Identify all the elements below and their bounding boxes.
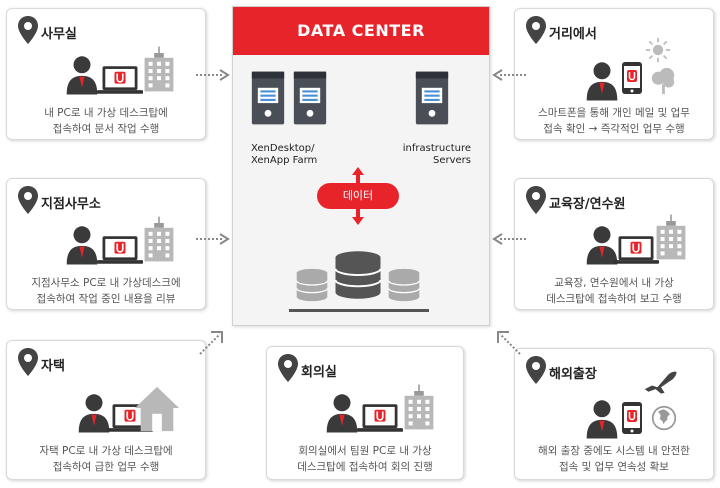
building-icon bbox=[655, 209, 687, 265]
database-icon bbox=[333, 247, 383, 303]
card-street: 거리에서 스마트폰을 통해 개인 메일 및 업무 접속 확인 → 즉각적인 업무… bbox=[514, 8, 714, 140]
arrow-training bbox=[492, 233, 526, 245]
card-training: 교육장/연수원 교육장, 연수원에서 내 가상 데스크탑에 접속하여 보고 수행 bbox=[514, 178, 714, 310]
tree-icon bbox=[649, 67, 677, 95]
card-desc-line1: 해외 출장 중에도 시스템 내 안전한 bbox=[538, 445, 690, 457]
card-desc-line2: 접속 확인 → 즉각적인 업무 수행 bbox=[543, 123, 685, 135]
globe-icon bbox=[651, 405, 677, 431]
rack-base bbox=[289, 309, 429, 312]
card-overseas: 해외출장 해외 출장 중에도 시스템 내 안전한 접속 및 업무 연속성 확보 bbox=[514, 348, 714, 480]
smartphone-icon bbox=[621, 401, 643, 435]
location-pin-icon bbox=[525, 185, 547, 215]
xen-label-1: XenDesktop/ bbox=[251, 143, 315, 154]
card-desc-line1: 내 PC로 내 가상 데스크탑에 bbox=[44, 107, 168, 119]
location-pin-icon bbox=[17, 185, 39, 215]
person-icon bbox=[65, 55, 99, 95]
arrow-street bbox=[492, 69, 526, 81]
infra-label-2: Servers bbox=[432, 155, 471, 166]
data-center-panel: DATA CENTER XenDesktop/ XenApp Farm infr… bbox=[232, 6, 490, 326]
location-pin-icon bbox=[525, 15, 547, 45]
server-icon bbox=[415, 69, 449, 127]
card-desc-line2: 접속 및 업무 연속성 확보 bbox=[559, 461, 669, 473]
airplane-icon bbox=[643, 367, 679, 395]
xen-label-2: XenApp Farm bbox=[251, 155, 318, 166]
location-pin-icon bbox=[277, 353, 299, 383]
card-home: 자택 자택 PC로 내 가상 데스크탑에 접속하여 급한 업무 수행 bbox=[6, 340, 206, 480]
arrow-office bbox=[196, 69, 230, 81]
card-desc-line1: 회의실에서 팀원 PC로 내 가상 bbox=[298, 445, 432, 457]
card-desc-line2: 접속하여 급한 업무 수행 bbox=[52, 461, 160, 473]
arrow-branch bbox=[196, 233, 230, 245]
person-icon bbox=[585, 61, 619, 101]
card-desc-line1: 스마트폰을 통해 개인 메일 및 업무 bbox=[538, 107, 690, 119]
card-desc-line2: 접속하여 문서 작업 수행 bbox=[52, 123, 160, 135]
server-icon bbox=[293, 69, 327, 127]
laptop-icon bbox=[97, 64, 143, 96]
card-title: 회의실 bbox=[301, 365, 337, 380]
person-icon bbox=[77, 393, 111, 433]
card-title: 지점사무소 bbox=[41, 197, 101, 212]
card-desc-line1: 지점사무소 PC로 내 가상데스크에 bbox=[31, 277, 181, 289]
arrow-up-icon bbox=[352, 167, 364, 183]
card-desc-line1: 자택 PC로 내 가상 데스크탑에 bbox=[39, 445, 173, 457]
card-branch: 지점사무소 지점사무소 PC로 내 가상데스크에 접속하여 작업 중인 내용을 … bbox=[6, 178, 206, 310]
sun-icon bbox=[645, 37, 671, 63]
laptop-icon bbox=[357, 402, 403, 434]
arrow-home bbox=[199, 331, 223, 355]
smartphone-icon bbox=[621, 61, 643, 95]
card-desc-line2: 접속하여 작업 중인 내용을 리뷰 bbox=[36, 293, 176, 305]
card-desc-line1: 교육장, 연수원에서 내 가상 bbox=[554, 277, 674, 289]
location-pin-icon bbox=[17, 15, 39, 45]
laptop-icon bbox=[613, 234, 659, 266]
card-desc-line2: 데스크탑에 접속하여 회의 진행 bbox=[297, 461, 433, 473]
data-pill: 데이터 bbox=[317, 183, 399, 209]
card-title: 교육장/연수원 bbox=[549, 197, 626, 212]
location-pin-icon bbox=[17, 347, 39, 377]
card-office: 사무실 내 PC로 내 가상 데스크탑에 접속하여 문서 작업 수행 bbox=[6, 8, 206, 140]
person-icon bbox=[585, 399, 619, 439]
card-title: 사무실 bbox=[41, 27, 77, 42]
card-meeting: 회의실 회의실에서 팀원 PC로 내 가상 데스크탑에 접속하여 회의 진행 bbox=[266, 346, 464, 480]
person-icon bbox=[325, 393, 359, 433]
card-desc-line2: 데스크탑에 접속하여 보고 수행 bbox=[546, 293, 682, 305]
database-icon bbox=[295, 267, 329, 303]
card-title: 거리에서 bbox=[549, 27, 597, 42]
card-title: 자택 bbox=[41, 359, 65, 374]
card-title: 해외출장 bbox=[549, 367, 597, 382]
database-icon bbox=[387, 267, 421, 303]
building-icon bbox=[143, 43, 175, 95]
infra-label-1: infrastructure bbox=[402, 143, 471, 154]
arrow-overseas bbox=[497, 331, 521, 355]
building-icon bbox=[403, 381, 435, 433]
building-icon bbox=[143, 213, 175, 265]
person-icon bbox=[65, 225, 99, 265]
house-icon bbox=[133, 385, 181, 433]
laptop-icon bbox=[97, 234, 143, 266]
arrow-down-icon bbox=[352, 209, 364, 225]
server-icon bbox=[251, 69, 285, 127]
location-pin-icon bbox=[525, 355, 547, 385]
data-center-title: DATA CENTER bbox=[233, 7, 489, 55]
